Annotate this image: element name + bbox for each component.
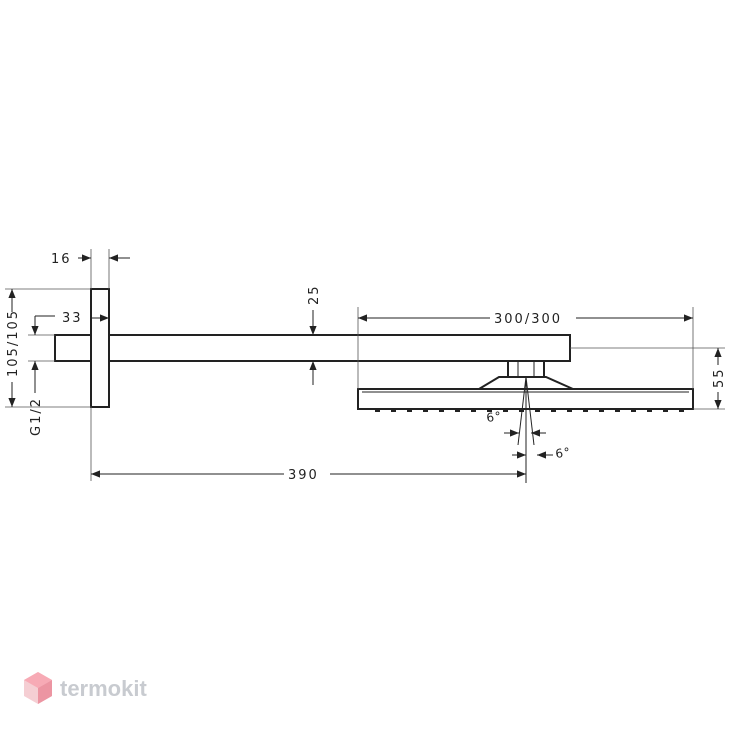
nozzle [471,409,476,412]
arm-connector [507,360,545,378]
dim-55-label: 55 [712,367,727,388]
head-dome [478,376,574,390]
thread-stub [54,334,92,362]
nozzle-row [375,409,684,412]
dim-25-label: 25 [307,284,322,305]
nozzle [375,409,380,412]
dim-300: 300/300 [357,307,694,389]
nozzle [391,409,396,412]
nozzle [519,409,524,412]
angle-6-lower: 6° [554,445,571,461]
nozzle [679,409,684,412]
nozzle [407,409,412,412]
dim-390-label: 390 [288,468,319,483]
wall-plate [90,288,110,408]
nozzle [583,409,588,412]
dim-300-label: 300/300 [494,312,562,327]
nozzle [599,409,604,412]
angle-dims: 6° 6° [485,376,572,483]
watermark-text: termokit [60,676,147,701]
nozzle [503,409,508,412]
dim-33-label: 33 [62,311,83,326]
nozzle [439,409,444,412]
nozzle [551,409,556,412]
dim-55: 55 [570,347,727,410]
nozzle [535,409,540,412]
dim-105: 105/105 [5,288,91,408]
dim-g12-label: G1/2 [29,397,44,436]
nozzle [663,409,668,412]
nozzle [567,409,572,412]
dim-105-label: 105/105 [6,309,21,377]
angle-6-upper: 6° [485,409,502,425]
nozzle [487,409,492,412]
dim-16: 16 [51,249,130,289]
nozzle [423,409,428,412]
nozzle [615,409,620,412]
dim-390: 390 [90,407,526,483]
dim-33: 33 G1/2 [28,311,109,436]
dim-16-label: 16 [51,252,72,267]
dim-25: 25 [307,284,322,385]
shower-arm [108,334,571,362]
watermark-logo: termokit [24,672,147,704]
nozzle [647,409,652,412]
nozzle [455,409,460,412]
nozzle [631,409,636,412]
